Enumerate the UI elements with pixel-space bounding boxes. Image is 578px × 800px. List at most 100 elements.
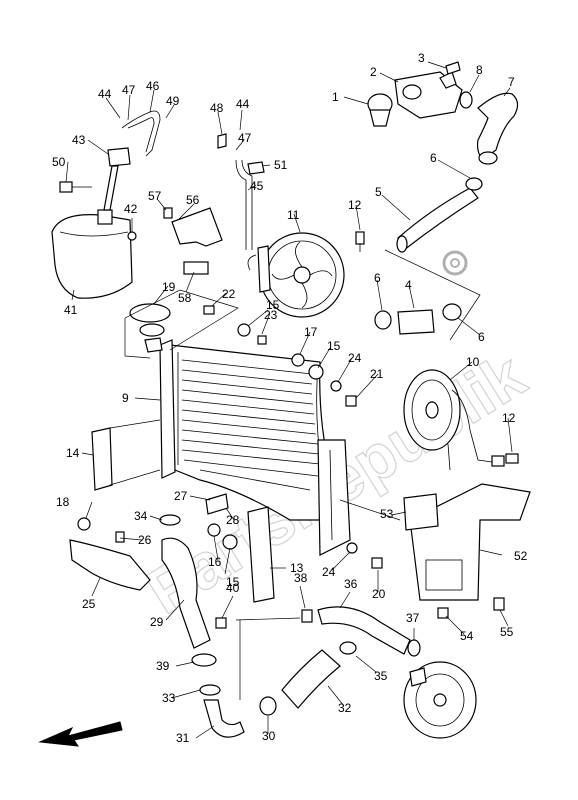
clamp-34: [159, 514, 181, 526]
callout-6b: 6: [374, 271, 381, 285]
bracket-52: [409, 483, 531, 601]
callout-labels: 1 2 3 4 5 6 6 6 7 8 9 10 11 12 12 13 14 …: [52, 51, 528, 745]
callout-55: 55: [500, 625, 514, 639]
callout-44a: 44: [98, 87, 112, 101]
hose-45-inner: [241, 159, 253, 250]
callout-13: 13: [290, 561, 304, 575]
hose-46-inner: [127, 117, 155, 153]
bolt-12-right: [505, 453, 519, 464]
clamp-39: [191, 653, 217, 667]
callout-28: 28: [226, 513, 240, 527]
callout-49: 49: [166, 94, 180, 108]
callout-53: 53: [380, 507, 394, 521]
hose-36: [317, 606, 411, 655]
hose-4: [374, 303, 462, 335]
callout-5: 5: [375, 185, 382, 199]
clamp-35: [339, 641, 357, 655]
callout-29: 29: [150, 615, 164, 629]
callout-22: 22: [222, 287, 236, 301]
bolt-22: [203, 305, 215, 315]
callout-31: 31: [176, 731, 190, 745]
grommet-16: [207, 523, 221, 537]
pipe-31: [203, 699, 245, 738]
oil-cooler: [403, 661, 477, 739]
callout-12a: 12: [348, 198, 362, 212]
callout-38: 38: [294, 571, 308, 585]
callout-18: 18: [56, 495, 70, 509]
callout-7: 7: [508, 75, 515, 89]
callout-51: 51: [274, 158, 288, 172]
callout-47a: 47: [122, 83, 136, 97]
callout-2: 2: [370, 65, 377, 79]
callout-10: 10: [466, 355, 480, 369]
callout-15b: 15: [327, 339, 341, 353]
collar-15-upper: [237, 323, 251, 337]
hose-45: [235, 159, 247, 250]
bolt-57: [163, 207, 173, 219]
clamp-37: [407, 639, 421, 657]
bracket-56: [171, 207, 223, 247]
bolt-20: [371, 557, 383, 569]
callout-23: 23: [264, 308, 278, 322]
callout-8: 8: [476, 63, 483, 77]
callout-21: 21: [370, 367, 384, 381]
callout-48: 48: [210, 101, 224, 115]
guide-lines: [109, 249, 481, 700]
hose-29: [161, 537, 211, 649]
callout-30: 30: [262, 729, 276, 743]
callout-12b: 12: [502, 411, 516, 425]
fan-11: [247, 232, 345, 318]
callout-leaders: [65, 61, 513, 739]
grommet-17: [291, 353, 305, 367]
pad-53: [403, 493, 439, 531]
damper-58: [183, 261, 209, 275]
bracket-52-window: [425, 559, 463, 591]
callout-37: 37: [406, 611, 420, 625]
grommet-42: [127, 231, 137, 241]
radiator-cover-right: [247, 506, 275, 603]
bolt-21: [345, 395, 357, 407]
callout-39: 39: [156, 659, 170, 673]
clip-48: [217, 133, 227, 149]
callout-4: 4: [405, 278, 412, 292]
callout-58: 58: [178, 291, 192, 305]
fan-10: [403, 369, 505, 471]
bolt-50: [59, 181, 92, 193]
grommet-18: [77, 517, 91, 531]
callout-34: 34: [134, 509, 148, 523]
callout-16: 16: [208, 555, 222, 569]
callout-56: 56: [186, 193, 200, 207]
bolt-12-top: [355, 231, 365, 252]
clip-51: [247, 161, 265, 175]
washer-24-upper: [330, 380, 342, 392]
callout-44b: 44: [236, 97, 250, 111]
callout-11: 11: [287, 208, 300, 222]
callout-57: 57: [148, 189, 162, 203]
clamp-33: [199, 684, 221, 696]
radiator-cover-left: [91, 427, 113, 491]
callout-54: 54: [460, 629, 474, 643]
callout-46: 46: [146, 79, 160, 93]
callout-24a: 24: [348, 351, 362, 365]
bolt-55: [493, 597, 505, 611]
nut-54: [437, 607, 449, 619]
radiator-cap: [129, 303, 171, 353]
callout-6a: 6: [430, 151, 437, 165]
callout-1: 1: [332, 90, 339, 104]
gear-icon: [442, 250, 468, 276]
callout-14: 14: [66, 446, 80, 460]
thermostat-assembly: [367, 61, 463, 127]
callout-52: 52: [514, 549, 528, 563]
radiator-fins: [181, 359, 321, 491]
callout-17: 17: [304, 325, 318, 339]
callout-6c: 6: [478, 330, 485, 344]
callout-45: 45: [250, 179, 264, 193]
washer-24-lower: [346, 542, 358, 554]
callout-15a: 15: [266, 298, 280, 312]
callout-15c: 15: [226, 575, 240, 589]
callout-27: 27: [174, 489, 188, 503]
clamp-30: [259, 696, 277, 716]
radiator-core: [159, 339, 351, 556]
